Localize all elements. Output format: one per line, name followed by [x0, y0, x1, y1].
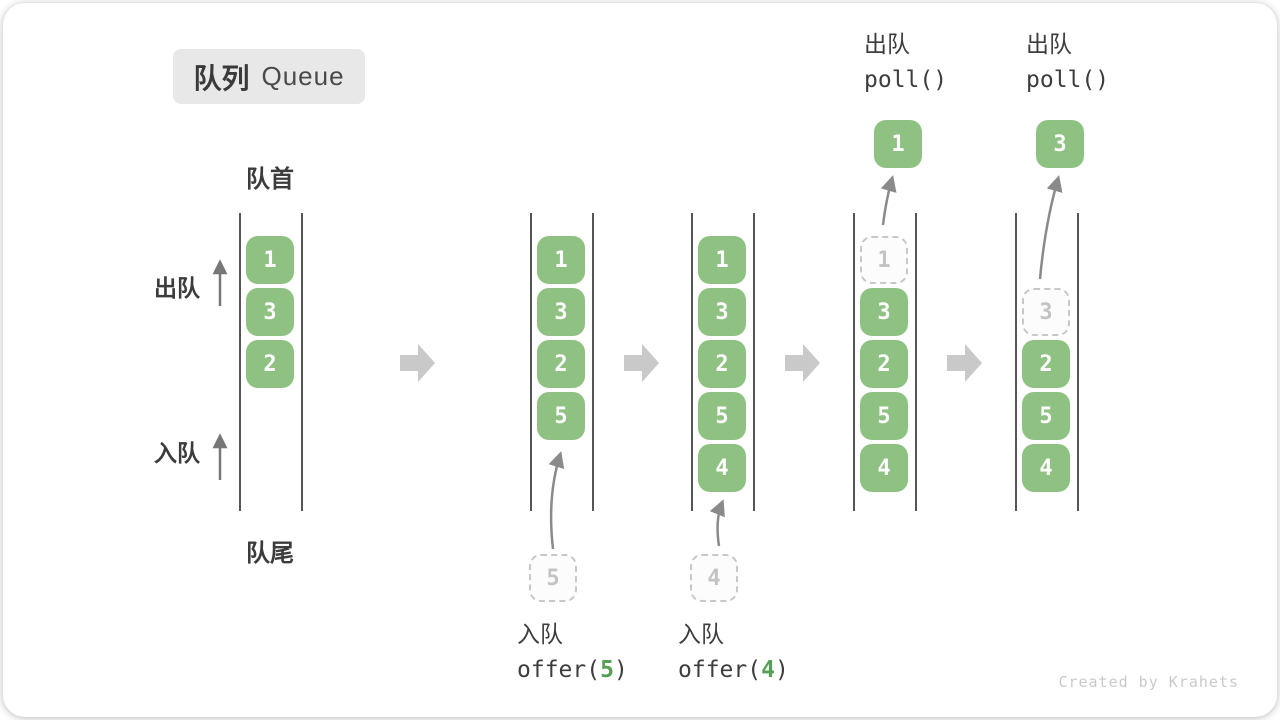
dequeued-item: 3: [1036, 120, 1084, 168]
state-transition-arrow-3: [785, 344, 820, 382]
operation-name: 出队: [864, 31, 910, 57]
title-english: Queue: [261, 61, 345, 91]
queue-wall-left: [691, 213, 693, 511]
title-chinese: 队列: [193, 62, 250, 94]
queue-wall-right: [753, 213, 755, 511]
incoming-item-dashed: 4: [690, 554, 738, 602]
queue-wall-right: [592, 213, 594, 511]
dequeue-operation-label: 出队 poll(): [864, 33, 947, 92]
queue-item: 4: [860, 444, 908, 492]
watermark: Created by Krahets: [1058, 673, 1239, 691]
queue-item: 2: [1022, 340, 1070, 388]
operation-code: offer(4): [678, 657, 789, 683]
queue-item: 3: [537, 288, 585, 336]
queue-wall-right: [1077, 213, 1079, 511]
queue-item: 4: [698, 444, 746, 492]
queue-item: 5: [860, 392, 908, 440]
operation-arg: 5: [600, 657, 614, 683]
enqueue-operation-label: 入队 offer(4): [678, 623, 789, 682]
enqueue-5-arrow: [548, 451, 565, 550]
operation-code: offer(5): [517, 657, 628, 683]
title-badge: 队列 Queue: [173, 49, 365, 104]
queue-item: 5: [698, 392, 746, 440]
enqueue-operation-label: 入队 offer(5): [517, 623, 628, 682]
state-transition-arrow-4: [947, 344, 982, 382]
dequeue-operation-label: 出队 poll(): [1026, 33, 1109, 92]
operation-name: 入队: [517, 621, 563, 647]
queue-item: 3: [860, 288, 908, 336]
incoming-item-dashed: 5: [529, 554, 577, 602]
queue-item: 2: [537, 340, 585, 388]
queue-item: 5: [1022, 392, 1070, 440]
queue-item: 2: [698, 340, 746, 388]
dequeued-item: 1: [874, 120, 922, 168]
queue-item: 5: [537, 392, 585, 440]
queue-item: 4: [1022, 444, 1070, 492]
operation-code: poll(): [864, 67, 948, 93]
enqueue-4-arrow: [709, 499, 725, 547]
queue-item: 2: [246, 340, 294, 388]
queue-wall-left: [530, 213, 532, 511]
queue-item: 1: [537, 236, 585, 284]
queue-rear-label: 队尾: [246, 540, 294, 567]
queue-wall-left: [853, 213, 855, 511]
queue-item: 3: [246, 288, 294, 336]
operation-code: poll(): [1026, 67, 1110, 93]
queue-item: 2: [860, 340, 908, 388]
queue-item-dashed: 3: [1022, 288, 1070, 336]
operation-arg: 4: [761, 657, 775, 683]
operation-name: 出队: [1026, 31, 1072, 57]
dequeue-1-arrow: [880, 175, 897, 226]
operation-name: 入队: [678, 621, 724, 647]
arrows-layer: [212, 175, 1063, 550]
enqueue-side-label: 入队: [154, 440, 200, 466]
queue-wall-left: [239, 213, 241, 511]
queue-item: 1: [698, 236, 746, 284]
queue-front-label: 队首: [246, 166, 294, 193]
queue-item-dashed: 1: [860, 236, 908, 284]
dequeue-side-label: 出队: [154, 275, 200, 301]
dequeue-3-arrow: [1038, 175, 1063, 280]
queue-wall-left: [1015, 213, 1017, 511]
queue-wall-right: [915, 213, 917, 511]
queue-item: 3: [698, 288, 746, 336]
state-transition-arrow-1: [400, 344, 435, 382]
queue-wall-right: [301, 213, 303, 511]
state-transition-arrow-2: [624, 344, 659, 382]
queue-item: 1: [246, 236, 294, 284]
